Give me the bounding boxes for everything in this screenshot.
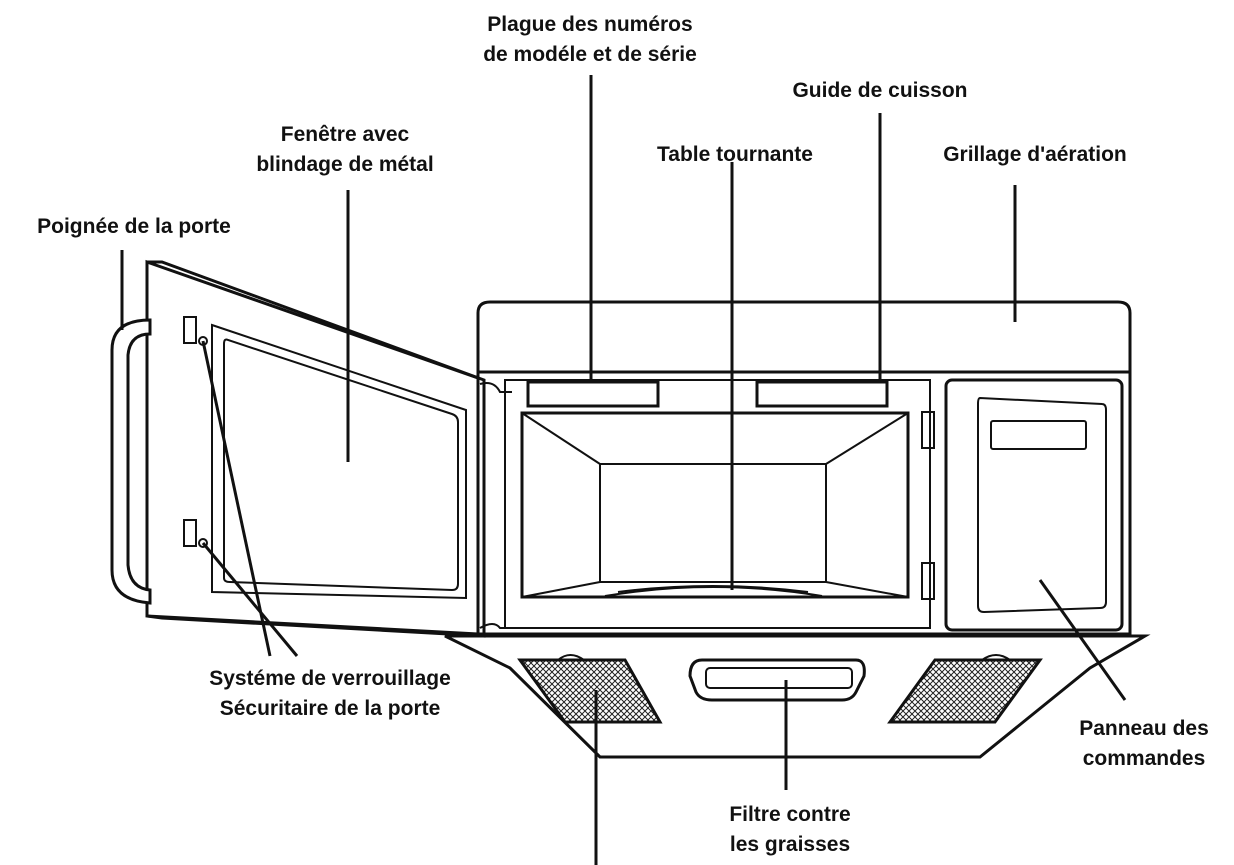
leader-lines xyxy=(120,75,1127,865)
cavity-frame xyxy=(504,379,931,629)
control-panel xyxy=(977,396,1107,614)
latch-slot-bottom xyxy=(921,562,935,600)
serial-plate xyxy=(526,380,660,408)
label-fenetre: Fenêtre avec blindage de métal xyxy=(256,123,434,176)
light-lens xyxy=(688,658,866,702)
label-plaque: Plague des numéros de modéle et de série xyxy=(483,13,697,66)
turntable xyxy=(604,586,823,597)
leader-verrou-1 xyxy=(201,340,272,657)
door-latch-bottom xyxy=(183,519,197,547)
bottom-housing xyxy=(444,634,1151,759)
label-guide: Guide de cuisson xyxy=(792,79,968,102)
display-window xyxy=(990,420,1087,450)
control-panel-frame xyxy=(944,378,1124,632)
cooking-guide xyxy=(755,380,889,408)
door-window-outer xyxy=(211,323,467,600)
label-filtre: Filtre contre les graisses xyxy=(729,803,851,856)
cavity xyxy=(520,411,910,599)
latch-slot-top xyxy=(921,411,935,449)
leader-panneau xyxy=(1038,579,1127,701)
label-grillage: Grillage d'aération xyxy=(943,143,1127,166)
leader-verrou-2 xyxy=(201,542,299,657)
label-poignee: Poignée de la porte xyxy=(37,215,231,238)
door-latch-top xyxy=(183,316,197,344)
door xyxy=(110,259,486,638)
label-panneau: Panneau des commandes xyxy=(1079,717,1209,770)
door-handle xyxy=(110,318,152,605)
vent-housing xyxy=(476,300,1132,372)
label-table: Table tournante xyxy=(657,143,813,166)
label-verrouillage: Systéme de verrouillage Sécuritaire de l… xyxy=(209,667,451,720)
door-window xyxy=(223,338,459,592)
grease-filter-left xyxy=(517,658,663,724)
grease-filter-right xyxy=(887,658,1043,724)
microwave-body xyxy=(476,300,1132,636)
door-panel xyxy=(145,259,480,636)
cavity-back xyxy=(599,463,827,583)
